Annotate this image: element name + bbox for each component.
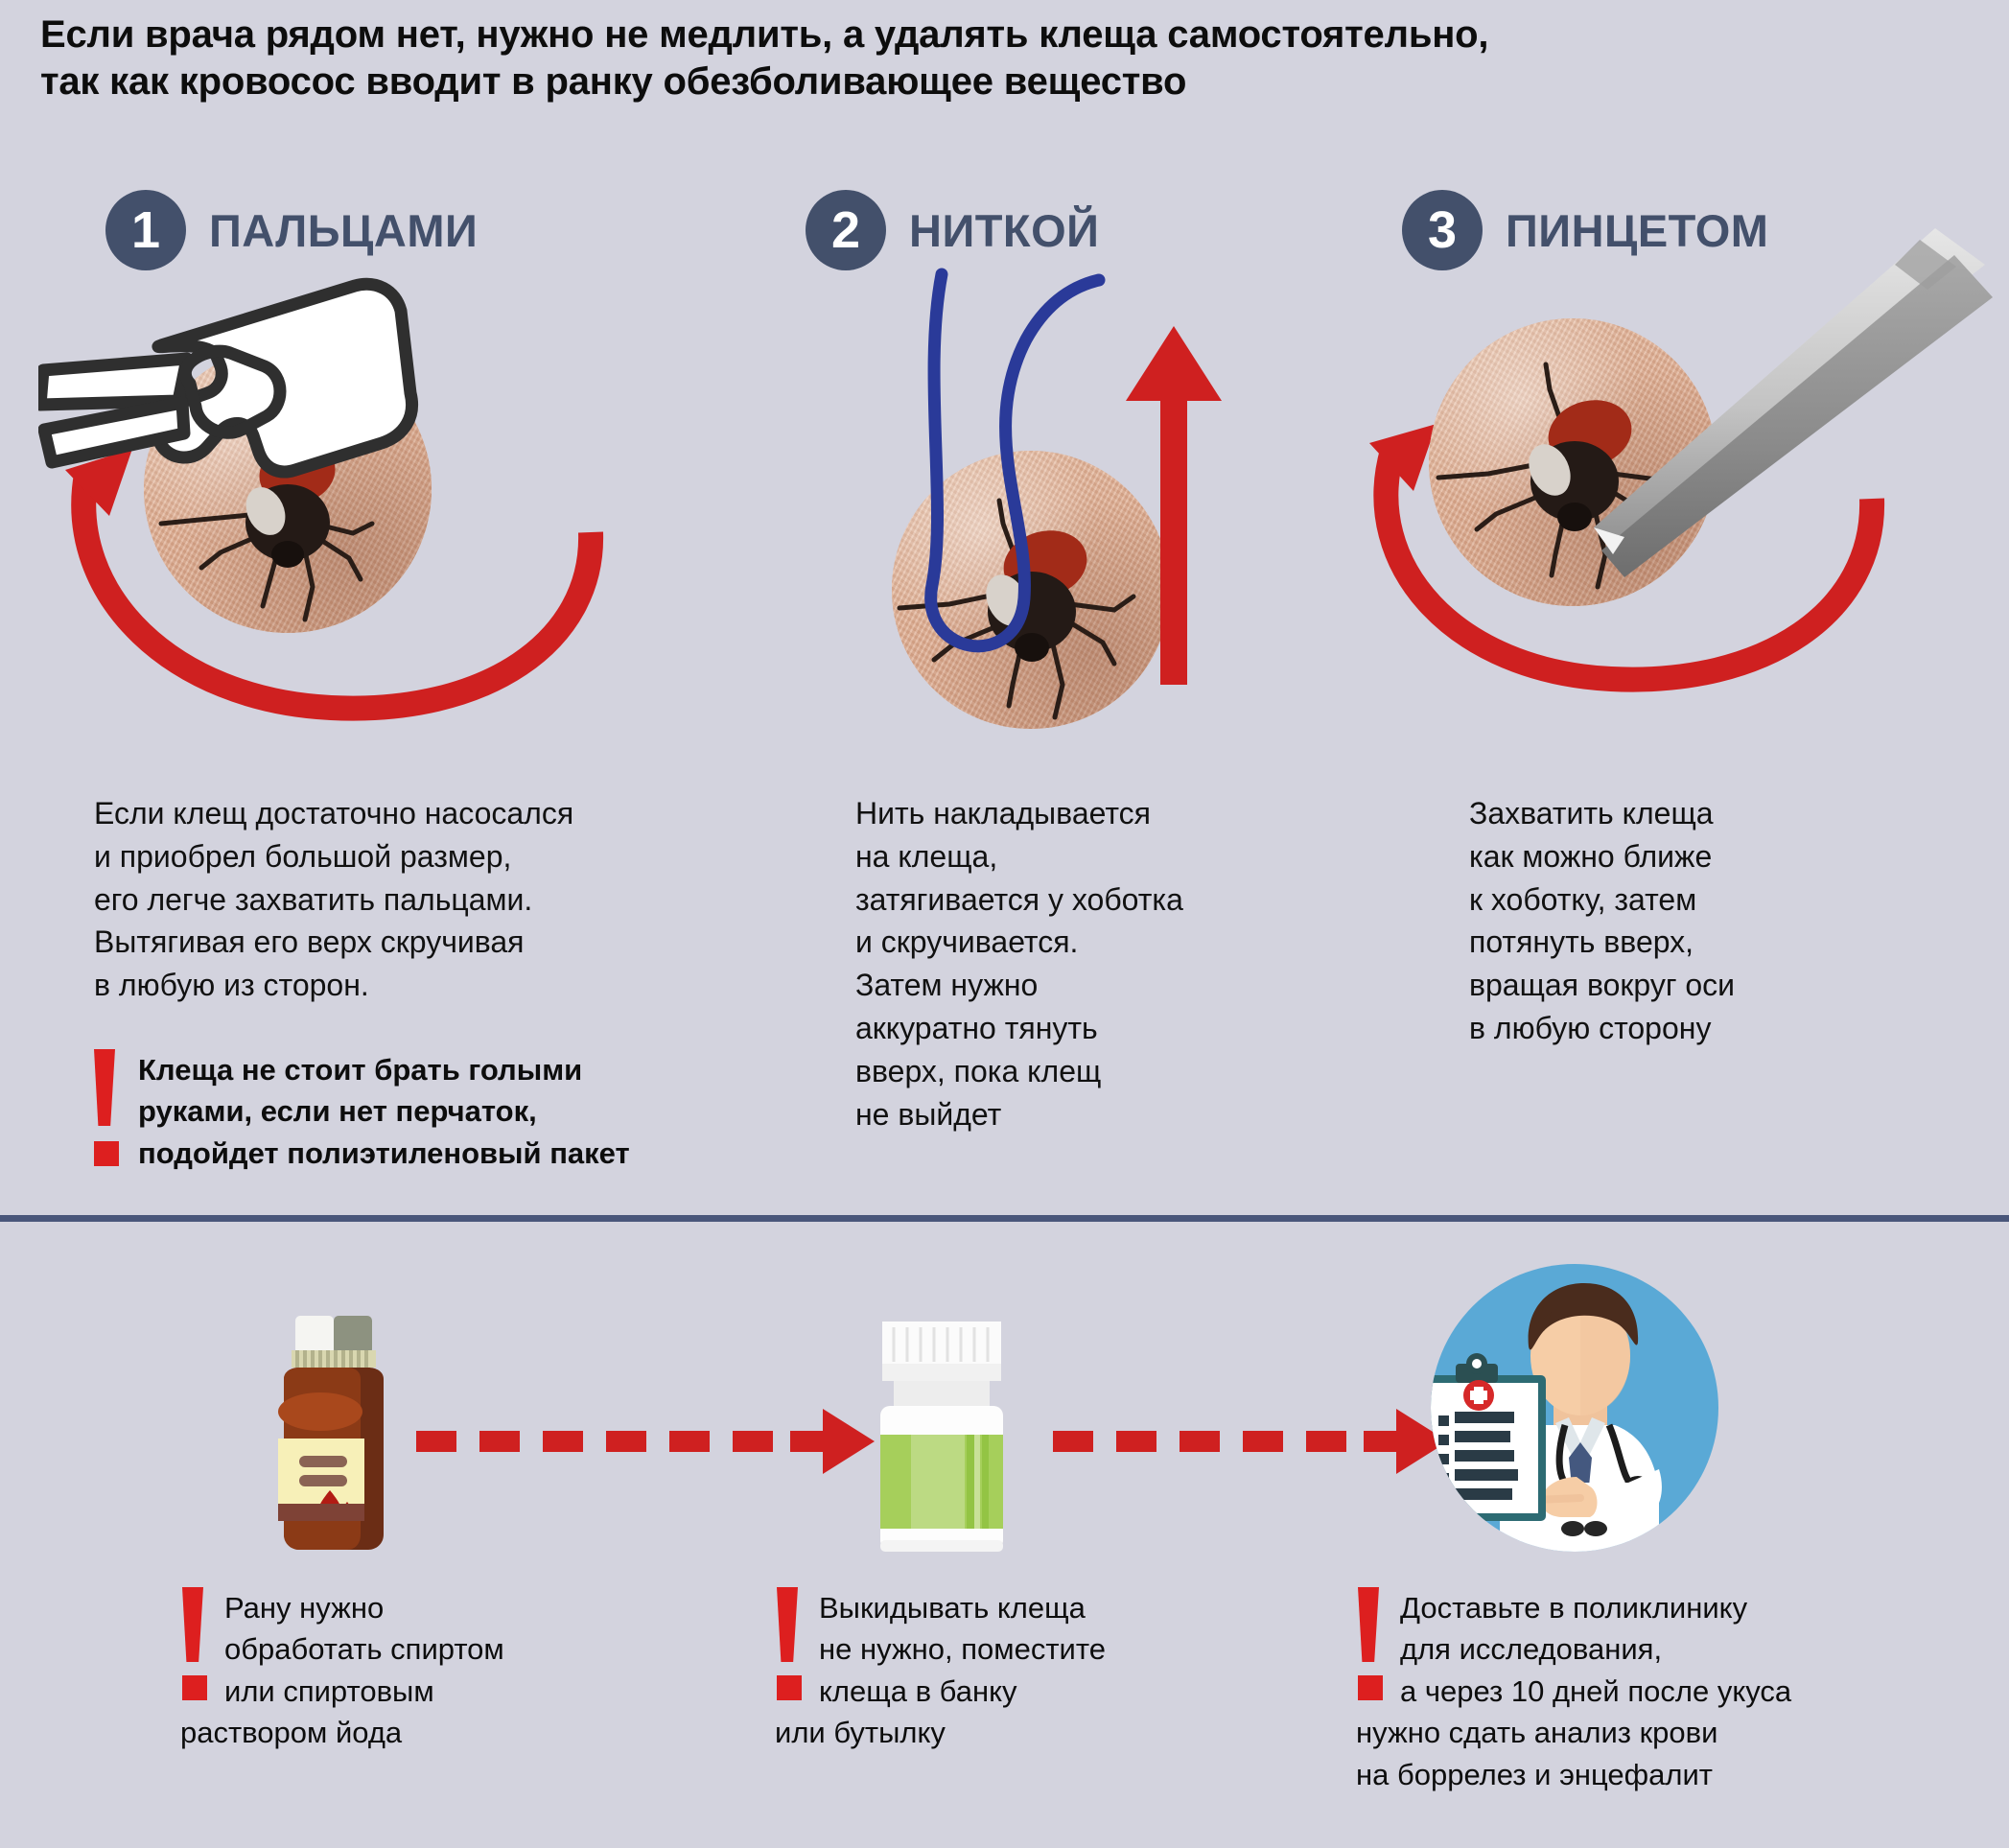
step-header-1: 1 ПАЛЬЦАМИ [105,190,478,270]
rotate-arrow-1-icon [65,449,604,721]
thread-loop-icon [924,268,1106,653]
aftercare-line: Рану нужно [224,1591,385,1625]
warning-line: подойдет полиэтиленовый пакет [138,1135,630,1170]
aftercare-line: не нужно, поместите [819,1632,1106,1667]
aftercare-line: клеща в банку [819,1673,1017,1708]
exclamation-bar [1358,1587,1379,1662]
body-line: Нить накладывается [855,796,1151,830]
body-line: к хоботку, затем [1469,881,1697,917]
step-number-badge-3: 3 [1402,190,1483,270]
body-line: на клеща, [855,838,998,874]
body-line: Вытягивая его верх скручивая [94,924,525,960]
specimen-jar-icon [875,1322,1047,1561]
body-line: как можно ближе [1469,838,1713,874]
page-title: Если врача рядом нет, нужно не медлить, … [40,12,1949,105]
exclamation-bar [182,1587,203,1662]
body-line: Затем нужно [855,968,1039,1003]
step-title-1: ПАЛЬЦАМИ [209,204,479,256]
aftercare-row: Рану нужно обработать спиртом или спирто… [180,1587,504,1754]
headline-line-2: так как кровосос вводит в ранку обезболи… [40,59,1187,103]
doctor-clipboard-icon [1402,1264,1728,1566]
step-header-3: 3 ПИНЦЕТОМ [1402,190,1768,270]
aftercare-block-2: Выкидывать клеща не нужно, поместите кле… [775,1587,1106,1754]
aftercare-line: для исследования, [1400,1632,1663,1667]
aftercare-text: Рану нужно обработать спиртом или спирто… [180,1587,504,1754]
aftercare-line: а через 10 дней после укуса [1400,1673,1792,1708]
tick-photo-3 [1429,318,1717,606]
aftercare-row: Доставьте в поликлинику для исследования… [1356,1587,1791,1795]
body-line: Захватить клеща [1469,796,1714,830]
aftercare-line: на боррелез и энцефалит [1356,1757,1713,1791]
headline-line-1: Если врача рядом нет, нужно не медлить, … [40,13,1489,56]
exclamation-bar [777,1587,798,1662]
warning-line: Клеща не стоит брать голыми [138,1053,583,1087]
exclamation-dot [94,1141,119,1166]
step-body-1: Если клещ достаточно насосался и приобре… [94,792,708,1007]
step-title-3: ПИНЦЕТОМ [1506,204,1769,256]
warning-line: руками, если нет перчаток, [138,1094,537,1129]
step-body-2: Нить накладывается на клеща, затягиваетс… [855,792,1354,1135]
body-line: вращая вокруг оси [1469,968,1736,1003]
warning-row: Клеща не стоит брать голыми руками, если… [92,1049,630,1176]
exclamation-icon [92,1049,125,1176]
doctor-svg [1431,1264,1718,1552]
aftercare-text: Доставьте в поликлинику для исследования… [1356,1587,1792,1795]
exclamation-dot [182,1675,207,1700]
rotate-arrow-3-icon [1369,424,1885,692]
step-header-2: 2 НИТКОЙ [806,190,1099,270]
illustration-panel-3 [1343,228,1993,758]
body-line: не выйдет [855,1096,1002,1132]
iodine-bottle-svg [278,1316,384,1550]
body-line: в любую из сторон. [94,968,369,1003]
warning-block-1: Клеща не стоит брать голыми руками, если… [92,1049,630,1176]
aftercare-block-3: Доставьте в поликлинику для исследования… [1356,1587,1791,1795]
step-number-badge-1: 1 [105,190,186,270]
aftercare-line: Доставьте в поликлинику [1400,1591,1748,1625]
exclamation-dot [777,1675,802,1700]
body-line: в любую сторону [1469,1010,1712,1045]
pull-up-arrow-icon [1126,326,1222,685]
body-line: и скручивается. [855,924,1079,960]
aftercare-line: раствором йода [180,1716,403,1750]
specimen-jar-svg [880,1322,1003,1552]
aftercare-row: Выкидывать клеща не нужно, поместите кле… [775,1587,1106,1754]
exclamation-icon [1356,1587,1389,1702]
step-title-2: НИТКОЙ [909,204,1100,256]
tweezers-icon [1594,228,1993,577]
warning-text: Клеща не стоит брать голыми руками, если… [138,1049,630,1174]
body-line: потянуть вверх, [1469,924,1694,960]
body-line: и приобрел большой размер, [94,838,512,874]
body-line: затягивается у хоботка [855,881,1183,917]
aftercare-block-1: Рану нужно обработать спиртом или спирто… [180,1587,504,1754]
body-line: Если клещ достаточно насосался [94,796,574,830]
flow-arrow-1-icon [410,1409,875,1477]
step-number-badge-2: 2 [806,190,886,270]
exclamation-dot [1358,1675,1383,1700]
aftercare-text: Выкидывать клеща не нужно, поместите кле… [775,1587,1106,1754]
illustration-panel-1 [38,277,671,767]
tick-drawing-3 [1436,362,1679,590]
aftercare-line: обработать спиртом [224,1632,504,1667]
fingers-pinch-icon [38,277,418,479]
illustration-panel-2 [863,268,1266,748]
exclamation-icon [180,1587,213,1702]
step-body-3: Захватить клеща как можно ближе к хоботк… [1469,792,1968,1050]
aftercare-line: нужно сдать анализ крови [1356,1716,1718,1750]
body-line: вверх, пока клещ [855,1053,1102,1088]
aftercare-line: или бутылку [775,1716,946,1750]
aftercare-line: Выкидывать клеща [819,1591,1086,1625]
section-divider [0,1215,2009,1222]
iodine-bottle-icon [242,1316,424,1560]
exclamation-icon [775,1587,807,1702]
body-line: аккуратно тянуть [855,1010,1098,1045]
exclamation-bar [94,1049,115,1126]
aftercare-line: или спиртовым [224,1673,434,1708]
body-line: его легче захватить пальцами. [94,881,533,917]
